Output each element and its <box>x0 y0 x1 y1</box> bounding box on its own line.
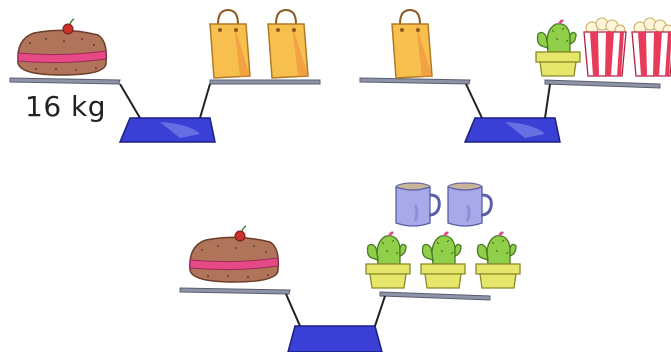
scale-1 <box>9 9 321 143</box>
popcorn-box-icon <box>583 17 627 77</box>
cactus-pot-icon <box>420 230 466 289</box>
scale-2 <box>359 9 671 143</box>
shopping-bag-icon <box>267 9 309 79</box>
scale-3 <box>179 181 521 352</box>
scale-base <box>287 325 383 352</box>
shopping-bag-icon <box>391 9 433 79</box>
left-plate <box>359 77 471 85</box>
right-plate <box>379 291 491 301</box>
right-plate <box>209 79 321 85</box>
popcorn-box-icon <box>631 17 671 77</box>
cactus-pot-icon <box>365 230 411 289</box>
scale-base <box>463 117 561 143</box>
scale-base <box>118 117 216 143</box>
known-weight-label: 16 kg <box>25 90 107 123</box>
mug-icon <box>446 181 493 228</box>
cake-icon <box>17 18 108 76</box>
cactus-pot-icon <box>535 18 581 77</box>
left-plate <box>179 287 291 295</box>
cactus-pot-icon <box>475 230 521 289</box>
left-plate <box>9 77 121 85</box>
right-plate <box>544 79 661 89</box>
cake-icon <box>189 225 280 283</box>
shopping-bag-icon <box>209 9 251 79</box>
mug-icon <box>394 181 441 228</box>
